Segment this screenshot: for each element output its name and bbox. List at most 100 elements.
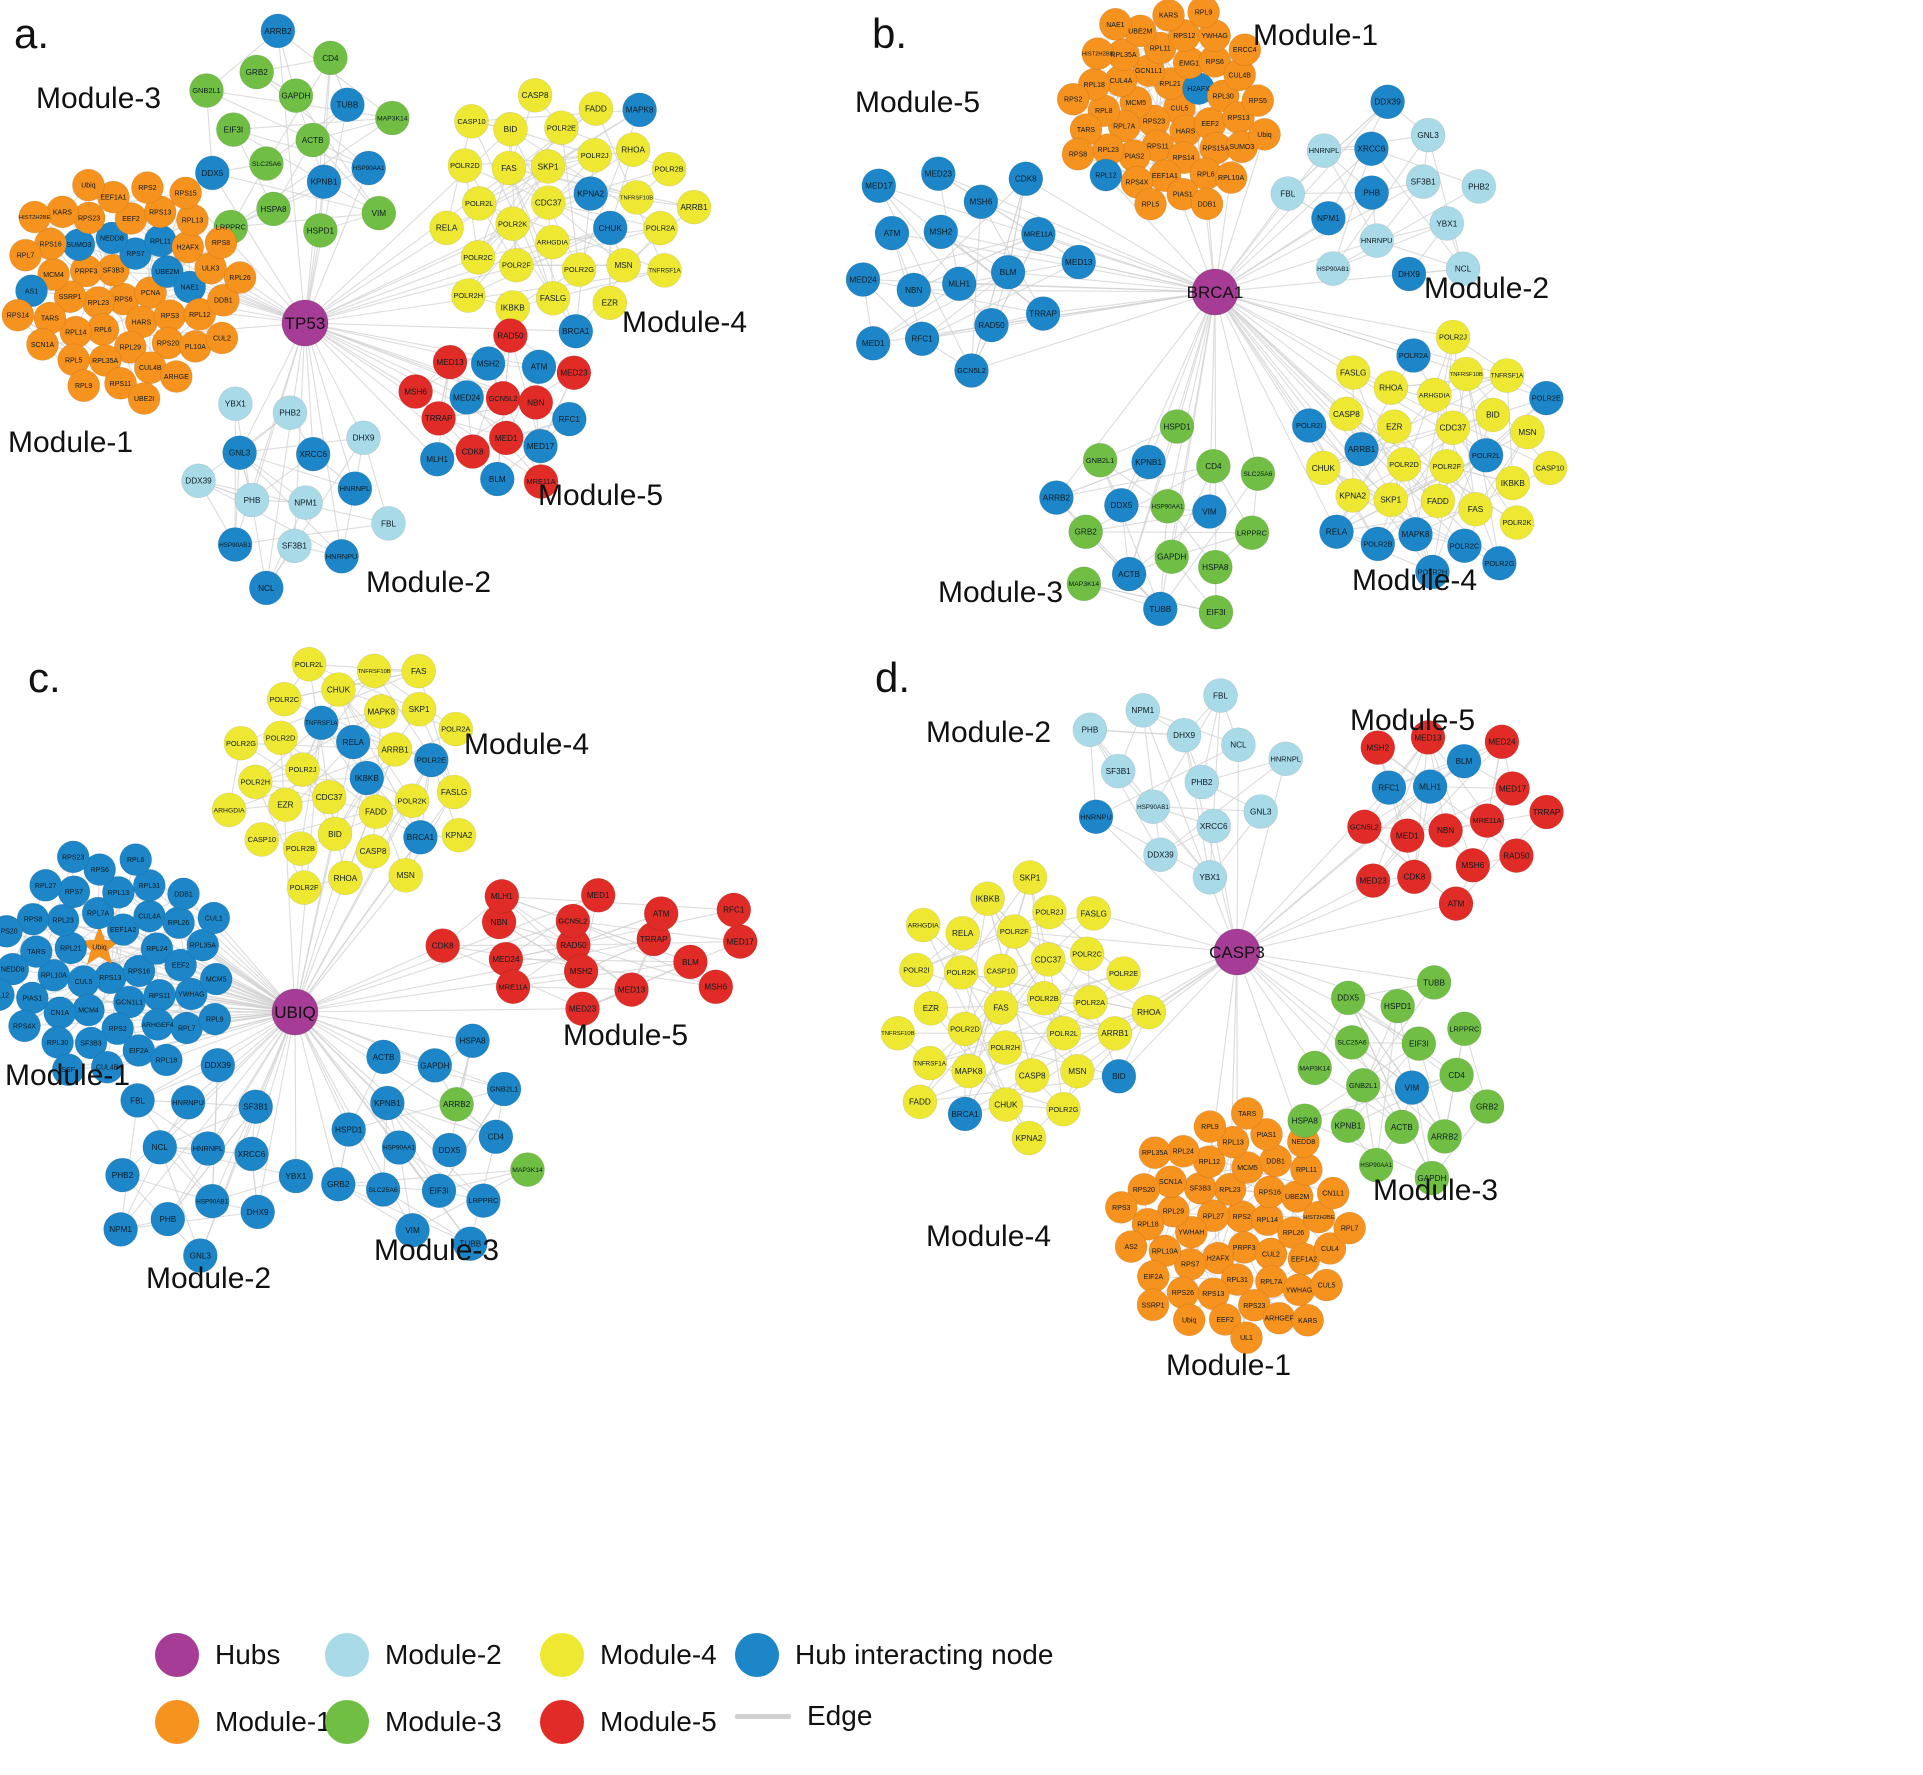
node-label-EEF1A2: EEF1A2	[1291, 1257, 1317, 1264]
node-label-RPL12: RPL12	[1095, 173, 1117, 180]
node-FBL	[120, 1083, 155, 1118]
node-BLM	[479, 461, 515, 497]
node-label-RELA: RELA	[343, 738, 365, 747]
labels-b: CUL5RPS23RPL21HARSMCM5H2AFXRPS11GCN1L1EE…	[849, 10, 1564, 618]
node-label-TNFRSF1A: TNFRSF1A	[1491, 373, 1524, 380]
node-KPNA2	[1335, 478, 1370, 513]
node-label-EIF3I: EIF3I	[429, 1187, 449, 1196]
node-PHB	[234, 482, 270, 518]
module-label-a-Module-5: Module-5	[538, 479, 663, 512]
node-MLH1	[941, 266, 977, 302]
node-label-MCM5: MCM5	[1125, 100, 1146, 107]
module-label-a-Module-4: Module-4	[622, 306, 747, 339]
node-YWHAH	[1175, 1215, 1208, 1249]
node-GCN5L2	[954, 353, 989, 388]
node-POLR2F	[286, 870, 322, 905]
node-PHB	[1072, 712, 1108, 748]
node-HNRNPU	[1359, 223, 1394, 258]
node-HSPD1	[303, 213, 338, 248]
node-label-ARHGDIA: ARHGDIA	[1419, 392, 1450, 399]
node-label-CASP10: CASP10	[1536, 464, 1564, 473]
panel-letter-b: b.	[872, 10, 907, 57]
node-label-SF3B1: SF3B1	[282, 542, 307, 551]
node-YBX1	[1192, 859, 1228, 895]
node-label-FAS: FAS	[1468, 505, 1484, 514]
node-label-POLR2H: POLR2H	[241, 778, 271, 787]
node-label-ARRB1: ARRB1	[381, 745, 409, 754]
node-RPL13	[102, 876, 135, 909]
node-GAPDH	[417, 1048, 453, 1083]
node-TNFRSF10B	[880, 1015, 916, 1051]
node-RPS11	[104, 366, 137, 400]
hub-TP53	[281, 299, 329, 347]
node-label-MSH2: MSH2	[1366, 744, 1389, 753]
node-label-FBL: FBL	[1280, 190, 1295, 199]
legend-item-module-1: Module-1	[155, 1700, 332, 1744]
node-KPNB1	[1131, 444, 1166, 480]
legend-item-module-2: Module-2	[325, 1633, 502, 1677]
node-label-RPL14: RPL14	[65, 330, 87, 337]
node-DHX9	[346, 420, 381, 456]
node-label-CUL5: CUL5	[1318, 1283, 1336, 1290]
node-TNFRSF1A	[912, 1045, 948, 1081]
node-POLR2H	[450, 278, 486, 313]
node-label-RPS7: RPS7	[126, 251, 144, 258]
node-label-RPS2: RPS2	[108, 1026, 126, 1033]
node-SF3B3	[74, 1026, 108, 1060]
node-label-RPL13: RPL13	[108, 890, 130, 897]
node-label-ARRB2: ARRB2	[1043, 494, 1071, 503]
node-label-RHOA: RHOA	[334, 874, 358, 883]
node-label-PHB: PHB	[1363, 189, 1380, 198]
node-GAPDH	[278, 78, 314, 113]
node-label-POLR2B: POLR2B	[655, 165, 684, 174]
node-label-YBX1: YBX1	[225, 400, 246, 409]
node-label-PIAS1: PIAS1	[1257, 1132, 1277, 1139]
hub-label-UBIQ: UBIQ	[274, 1003, 316, 1022]
node-NPM1	[288, 485, 323, 520]
node-label-CASP10: CASP10	[457, 117, 485, 126]
node-label-YWHAG: YWHAG	[1286, 1287, 1312, 1294]
node-label-RPL26: RPL26	[168, 920, 190, 927]
node-label-RPL29: RPL29	[1163, 1209, 1185, 1216]
node-label-EIF3I: EIF3I	[224, 126, 244, 135]
node-label-RFC1: RFC1	[1378, 784, 1400, 793]
node-label-EEF2: EEF2	[172, 963, 190, 970]
node-label-GRB2: GRB2	[246, 68, 269, 77]
panel-letter-d: d.	[875, 654, 910, 701]
module-label-c-Module-2: Module-2	[146, 1262, 271, 1295]
node-RPS14	[1, 298, 35, 332]
node-label-GNB2L1: GNB2L1	[490, 1085, 518, 1094]
node-label-CASP8: CASP8	[1333, 410, 1360, 419]
node-label-RPL11: RPL11	[150, 238, 171, 245]
node-label-FBL: FBL	[381, 519, 396, 528]
node-HSP90AB1	[1315, 251, 1351, 286]
node-label-HNRNPU: HNRNPU	[326, 552, 358, 561]
node-label-CN1A: CN1A	[50, 1010, 69, 1017]
legend-item-module-5: Module-5	[540, 1700, 717, 1744]
node-RPL31	[1220, 1263, 1254, 1296]
node-label-ARHGDIA: ARHGDIA	[214, 807, 245, 814]
node-label-RFC1: RFC1	[723, 906, 745, 915]
node-TUBB	[330, 87, 365, 122]
node-label-CD4: CD4	[1448, 1071, 1465, 1080]
node-POLR2H	[987, 1030, 1023, 1065]
node-label-RHOA: RHOA	[621, 146, 645, 155]
node-POLR2L	[291, 646, 327, 682]
node-POLR2K	[495, 206, 530, 241]
node-MRE11A	[523, 464, 559, 499]
node-POLR2D	[447, 148, 483, 183]
node-label-TARS: TARS	[41, 315, 59, 322]
node-label-ARRB1: ARRB1	[1101, 1029, 1129, 1038]
node-MLH1	[419, 441, 455, 477]
node-CASP10	[244, 822, 280, 857]
node-CDC37	[311, 779, 347, 815]
node-label-CASP8: CASP8	[522, 91, 549, 100]
node-RPS2	[131, 171, 164, 204]
node-RHOA	[328, 860, 363, 896]
legend-item-module-4: Module-4	[540, 1633, 717, 1677]
node-label-MED1: MED1	[495, 434, 518, 443]
node-label-RPL6: RPL6	[1197, 171, 1215, 178]
node-CUL2	[205, 321, 239, 355]
node-label-POLR2H: POLR2H	[454, 291, 484, 300]
node-RPL35A	[1138, 1136, 1172, 1169]
